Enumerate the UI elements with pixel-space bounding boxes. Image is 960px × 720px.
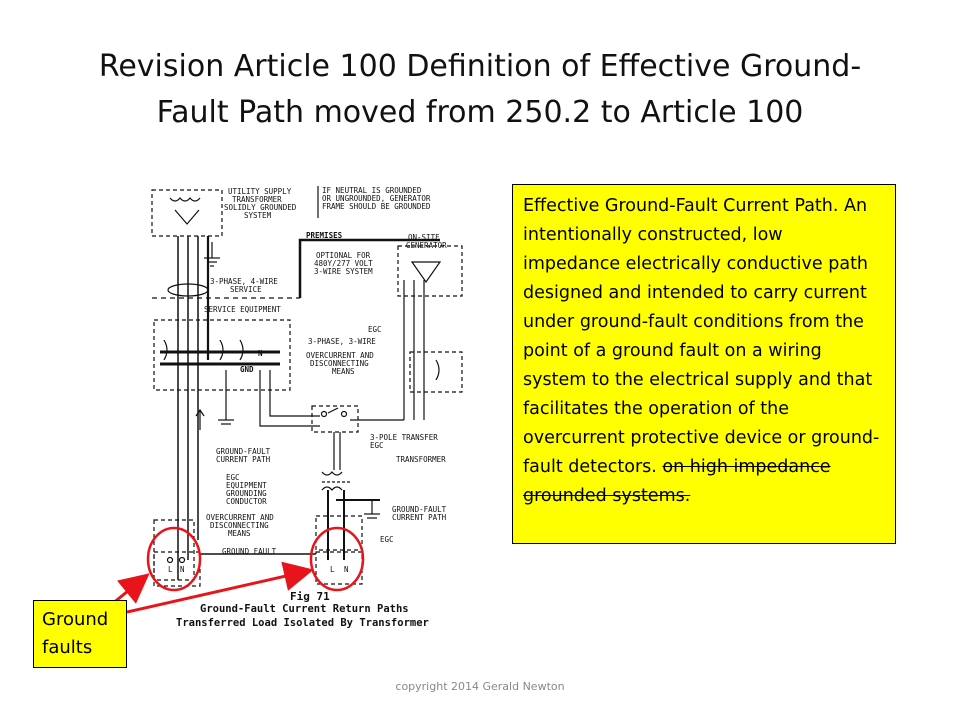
service-equipment-box [153,319,291,391]
optional-label-3: 3-WIRE SYSTEM [314,267,373,276]
gnd-label: GND [240,365,254,374]
left-n-label: N [180,565,185,574]
fault-circle-right [309,526,365,592]
neutral-n-label: N [258,349,263,358]
ocd-label-2: DISCONNECTING [310,359,369,368]
ground-fault-label: GROUND FAULT [222,547,277,556]
ground-fault-diagram: UTILITY SUPPLY TRANSFORMER SOLIDLY GROUN… [146,186,463,629]
slide-title: Revision Article 100 Definition of Effec… [60,44,900,136]
gfcp-label-2: CURRENT PATH [216,455,271,464]
definition-text: Effective Ground-Fault Current Path. An … [523,196,880,477]
transfer-label-1: 3-POLE TRANSFER [370,433,438,442]
egc-eq-label-3: GROUNDING [226,489,267,498]
definition-struck-text: on high impedance grounded systems. [523,457,831,506]
fault-circle-left [146,526,202,592]
egc-eq-label-4: CONDUCTOR [226,497,267,506]
title-line-1: Revision Article 100 Definition of Effec… [98,49,862,84]
egc-eq-label-2: EQUIPMENT [226,481,267,490]
egc-eq-label-1: EGC [226,473,240,482]
gfcp2-label-2: CURRENT PATH [392,513,447,522]
neutral-note-2: OR UNGROUNDED, GENERATOR [322,194,431,203]
optional-label-2: 480Y/277 VOLT [314,259,373,268]
utility-label: UTILITY SUPPLY [228,187,292,196]
utility-label-3: SOLIDLY GROUNDED [224,203,297,212]
copyright-footer: copyright 2014 Gerald Newton [395,680,565,693]
egc-label-mid: EGC [370,441,384,450]
premises-label: PREMISES [306,231,343,240]
left-l-label: L [168,565,173,574]
service-label-2: SERVICE [230,285,262,294]
transformer-label: TRANSFORMER [396,455,446,464]
ocd2-label-2: DISCONNECTING [210,521,269,530]
gfcp-label-1: GROUND-FAULT [216,447,271,456]
title-line-2: Fault Path moved from 250.2 to Article 1… [156,95,804,130]
gfcp2-label-1: GROUND-FAULT [392,505,447,514]
egc-label-top: EGC [368,325,382,334]
utility-label-2: TRANSFORMER [232,195,282,204]
transformer-coil-icon [169,197,201,202]
figure-number: Fig 71 [290,590,330,603]
neutral-note-3: FRAME SHOULD BE GROUNDED [322,202,431,211]
ocd-label-3: MEANS [332,367,355,376]
utility-transformer-box [151,189,223,237]
service-label-1: 3-PHASE, 4-WIRE [210,277,278,286]
figure-caption-2: Transferred Load Isolated By Transformer [176,617,429,629]
transfer-switch-box [311,405,359,433]
three-phase-label: 3-PHASE, 3-WIRE [308,337,376,346]
optional-label-1: OPTIONAL FOR [316,251,371,260]
arrow-to-left-fault [111,573,150,606]
right-n-label: N [344,565,349,574]
figure-caption-1: Ground-Fault Current Return Paths [200,603,409,615]
definition-box: Effective Ground-Fault Current Path. An … [512,184,896,544]
ocd2-label-1: OVERCURRENT AND [206,513,274,522]
neutral-note-1: IF NEUTRAL IS GROUNDED [322,186,422,195]
generator-box [397,245,463,297]
generator-label-2: GENERATOR [406,241,447,250]
utility-label-4: SYSTEM [244,211,272,220]
service-equipment-label: SERVICE EQUIPMENT [204,305,281,314]
ocd-label-1: OVERCURRENT AND [306,351,374,360]
ground-faults-callout: Ground faults [33,600,127,668]
arrow-to-right-fault [126,561,314,614]
isolation-transformer-icon [321,471,343,476]
generator-label-1: ON-SITE [408,233,440,242]
ocd2-label-3: MEANS [228,529,251,538]
egc-label-right: EGC [380,535,394,544]
right-l-label: L [330,565,335,574]
